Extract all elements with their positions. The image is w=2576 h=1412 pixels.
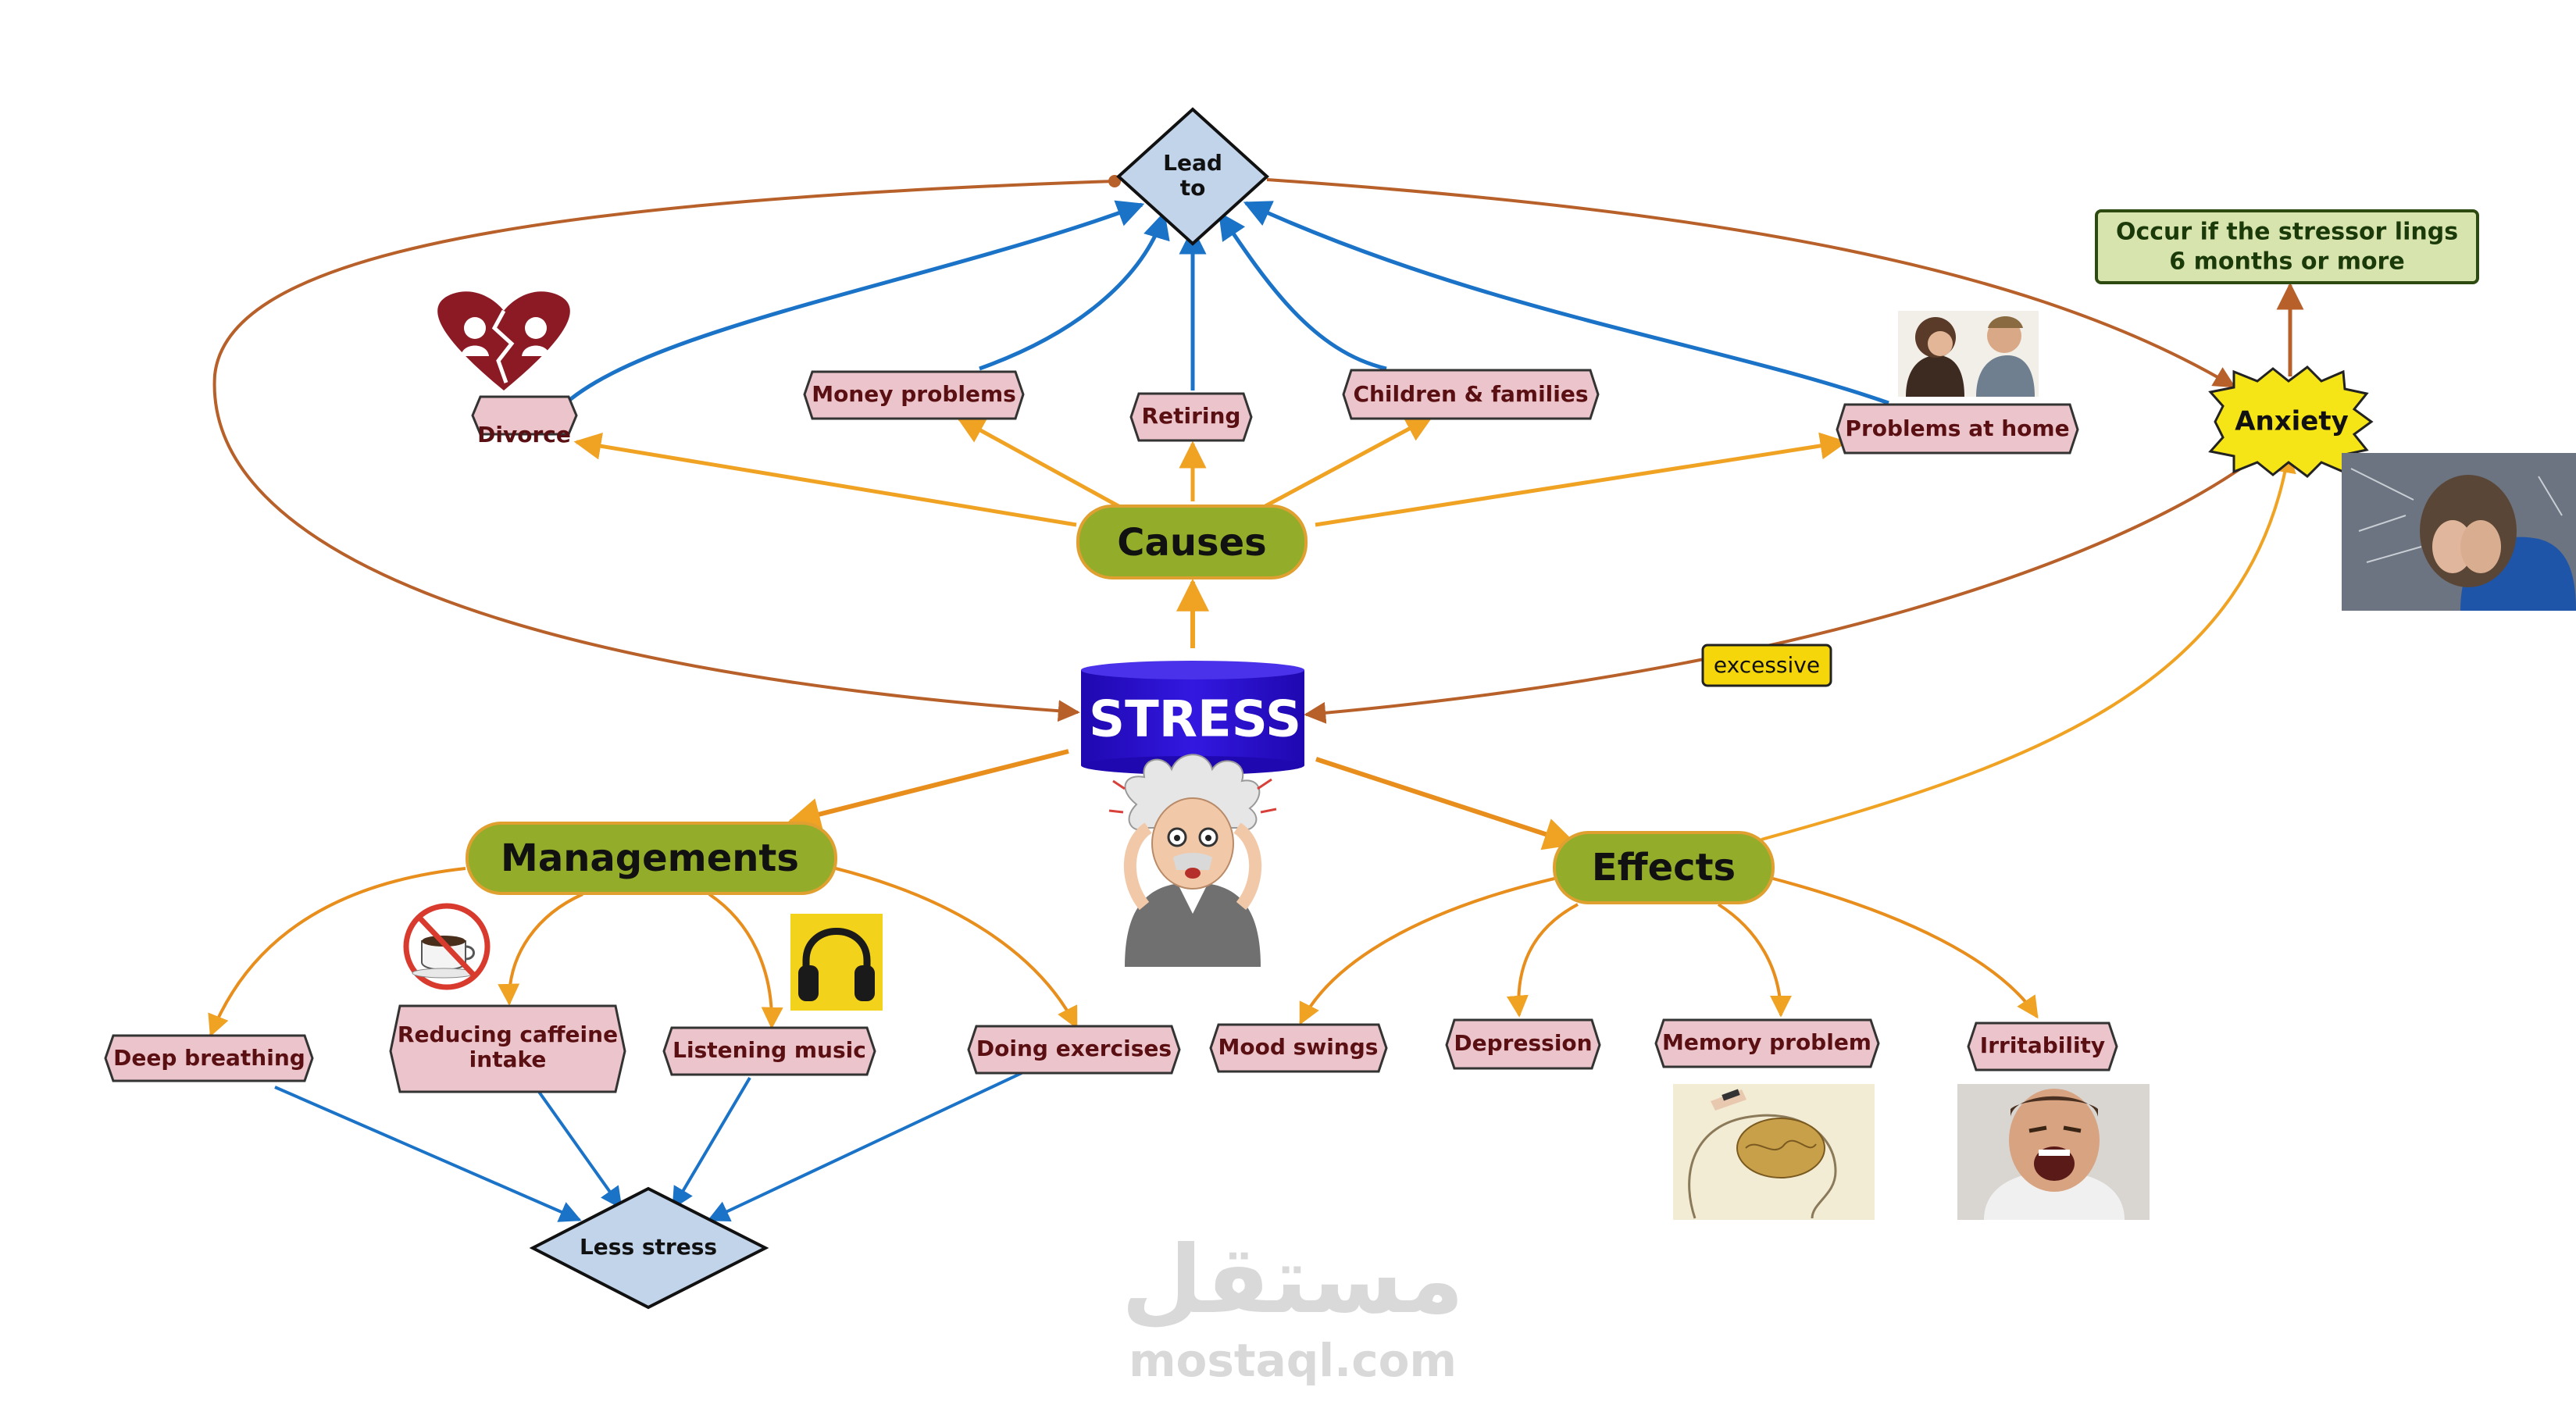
anxiety-label: Anxiety — [2235, 406, 2349, 437]
no-coffee-icon — [403, 903, 491, 990]
mgmt-breathing-label: Deep breathing — [113, 1045, 305, 1071]
music-to-less — [672, 1076, 751, 1210]
connectors — [208, 175, 2304, 1222]
anxiety-to-stress — [1304, 461, 2251, 724]
managements-node: Managements — [466, 822, 837, 895]
cause-home-label: Problems at home — [1845, 415, 2069, 441]
causes-to-divorce — [573, 432, 1077, 527]
anxious-woman-photo — [2342, 453, 2576, 611]
divorce-to-lead — [558, 200, 1145, 411]
mgmt-music-label: Listening music — [673, 1037, 866, 1063]
mgmt-caffeine-line1: Reducing caffeine — [398, 1022, 618, 1047]
lead-to-line1: Lead — [1163, 150, 1222, 176]
managements-label: Managements — [501, 836, 799, 880]
effect-memory-problem: Memory problem — [1654, 1018, 1880, 1068]
memory-brain-photo — [1673, 1084, 1875, 1220]
arguing-couple-photo — [1898, 311, 2039, 397]
less-stress-label: Less stress — [580, 1234, 717, 1260]
effects-to-anxiety — [1761, 451, 2296, 841]
cause-divorce-label: Divorce — [477, 422, 571, 447]
watermark-arabic: مستقل — [1122, 1226, 1465, 1335]
effects-node: Effects — [1553, 831, 1775, 904]
cause-retiring: Retiring — [1129, 392, 1253, 442]
mgmt-doing-exercises: Doing exercises — [967, 1025, 1181, 1075]
mgmt-exercises-label: Doing exercises — [976, 1036, 1172, 1061]
stress-hub: STRESS — [1081, 661, 1304, 775]
effects-to-depression — [1506, 903, 1579, 1018]
causes-to-home — [1315, 432, 1848, 527]
cause-divorce: Divorce — [471, 395, 578, 447]
cause-retiring-label: Retiring — [1142, 403, 1241, 429]
excessive-label-box: excessive — [1701, 644, 1832, 687]
effects-to-memory — [1717, 903, 1792, 1018]
causes-to-children — [1264, 415, 1434, 508]
less-stress-node: Less stress — [529, 1186, 769, 1310]
anxiety-note-line1: Occur if the stressor lings — [2116, 219, 2458, 246]
cause-problems-at-home: Problems at home — [1836, 403, 2079, 455]
effects-to-irritability — [1772, 877, 2039, 1019]
lead-to-node: Lead to — [1116, 107, 1269, 246]
mgmt-to-music — [708, 893, 783, 1029]
effect-depression-label: Depression — [1454, 1030, 1592, 1056]
broken-heart-icon — [437, 291, 570, 390]
watermark-latin: mostaql.com — [1129, 1334, 1457, 1387]
mgmt-listening-music: Listening music — [662, 1026, 876, 1076]
caffeine-to-less — [537, 1090, 623, 1210]
lead-to-anxiety — [1266, 178, 2236, 388]
home-to-lead — [1243, 201, 1889, 405]
anxiety-note-line2: 6 months or more — [2169, 248, 2404, 276]
stress-to-effects — [1315, 757, 1577, 850]
anxiety-note: Occur if the stressor lings 6 months or … — [2095, 209, 2479, 284]
mostaql-watermark: مستقل mostaql.com — [1122, 1226, 1465, 1387]
causes-to-money — [956, 416, 1120, 508]
effect-depression: Depression — [1445, 1018, 1601, 1070]
causes-label: Causes — [1117, 521, 1266, 565]
stress-to-managements — [787, 749, 1069, 831]
breathing-to-less — [274, 1086, 582, 1222]
cause-money-label: Money problems — [812, 381, 1016, 407]
headphones-icon — [790, 914, 883, 1011]
loop-start-dot — [1108, 175, 1121, 187]
mgmt-reducing-caffeine: Reducing caffeine intake — [389, 1004, 626, 1093]
cause-money-problems: Money problems — [803, 370, 1025, 420]
mgmt-deep-breathing: Deep breathing — [104, 1034, 314, 1082]
effect-memory-label: Memory problem — [1662, 1029, 1871, 1055]
cause-children-label: Children & families — [1353, 381, 1588, 407]
exercises-to-less — [707, 1071, 1022, 1221]
mgmt-to-caffeine — [498, 893, 583, 1006]
effect-irritability-label: Irritability — [1980, 1032, 2105, 1058]
mgmt-caffeine-line2: intake — [469, 1047, 547, 1072]
money-to-lead — [979, 211, 1170, 371]
anxiety-node: Anxiety — [2208, 365, 2374, 478]
effect-mood-label: Mood swings — [1218, 1034, 1379, 1060]
excessive-label: excessive — [1714, 652, 1820, 678]
stressed-scientist-cartoon — [1108, 754, 1277, 967]
loop-lead-to-stress — [212, 180, 1115, 722]
mgmt-to-exercises — [835, 867, 1078, 1029]
stress-label: STRESS — [1089, 691, 1301, 749]
effects-label: Effects — [1592, 846, 1736, 890]
angry-man-photo — [1957, 1084, 2150, 1220]
mgmt-to-breathing — [208, 867, 466, 1037]
causes-node: Causes — [1076, 505, 1308, 579]
effects-to-mood — [1299, 877, 1555, 1025]
children-to-lead — [1218, 212, 1387, 371]
effect-irritability: Irritability — [1967, 1022, 2118, 1071]
lead-to-line2: to — [1180, 175, 1206, 201]
effect-mood-swings: Mood swings — [1209, 1023, 1388, 1073]
cause-children-families: Children & families — [1342, 369, 1600, 420]
